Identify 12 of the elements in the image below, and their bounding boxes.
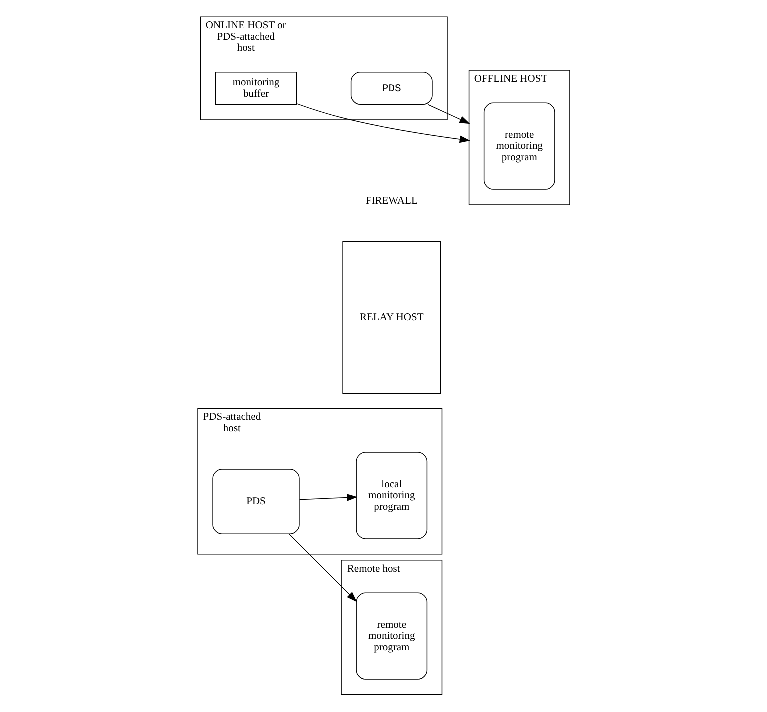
node-box: PDS — [350, 72, 432, 106]
node-box: remote monitoring program — [356, 592, 428, 680]
node-box: PDS — [212, 469, 300, 534]
node-box: RELAY HOST — [342, 241, 441, 394]
node-box: remote monitoring program — [483, 102, 555, 190]
node-box: monitoring buffer — [214, 72, 297, 106]
label: FIREWALL — [365, 196, 418, 207]
arrow — [427, 104, 470, 124]
arrow — [288, 534, 357, 602]
node-box: local monitoring program — [356, 452, 428, 540]
arrow — [296, 104, 470, 144]
arrow — [298, 494, 358, 502]
